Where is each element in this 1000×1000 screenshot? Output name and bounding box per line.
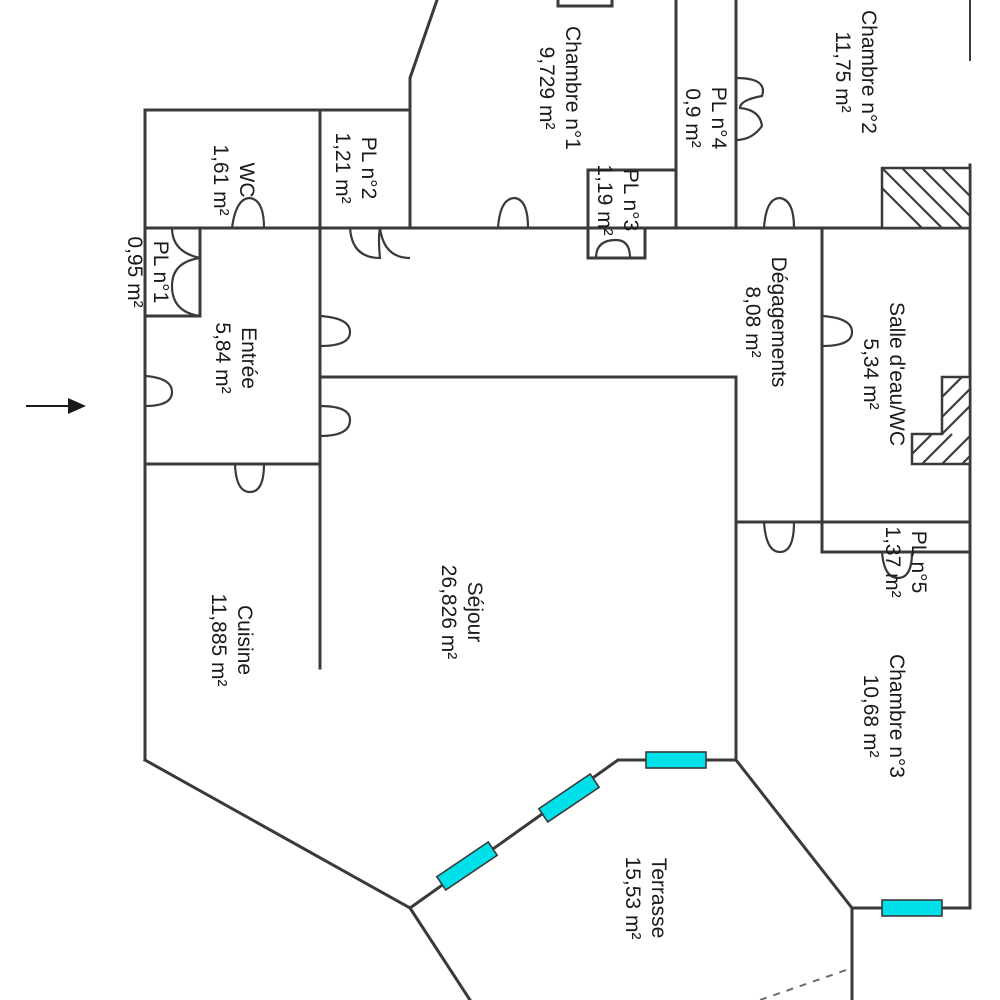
window-sejour-diag-1 bbox=[537, 772, 601, 824]
hatch-block-sde bbox=[910, 375, 972, 466]
doors bbox=[144, 76, 914, 580]
wall-diagonal-top bbox=[408, 0, 439, 230]
wall-pl3-bottom bbox=[586, 226, 647, 260]
label-sejour: Séjour 26,826 m² bbox=[437, 565, 486, 660]
label-pl4: PL n°4 0,9 m² bbox=[681, 87, 730, 150]
room-name: Séjour bbox=[463, 582, 486, 643]
room-area: 11,75 m² bbox=[831, 31, 854, 112]
room-area: 5,84 m² bbox=[211, 322, 234, 393]
door-chambre3 bbox=[762, 521, 796, 554]
room-name: Entrée bbox=[237, 327, 260, 389]
room-area: 9,729 m² bbox=[535, 47, 558, 130]
wall-terrasse-right bbox=[733, 757, 972, 910]
wall-top-notch bbox=[556, 0, 614, 8]
label-pl3: PL n°3 1,19 m² bbox=[593, 164, 642, 235]
label-terrasse: Terrasse 15,53 m² bbox=[621, 857, 670, 940]
room-area: 8,08 m² bbox=[741, 286, 764, 357]
door-chambre2 bbox=[762, 196, 796, 229]
door-pl5 bbox=[880, 551, 914, 580]
room-name: PL n°1 bbox=[149, 241, 172, 304]
label-salle-deau: Salle d'eau/WC 5,34 m² bbox=[859, 302, 908, 446]
wall-terrasse-left bbox=[407, 758, 738, 911]
hatch-line bbox=[911, 433, 933, 455]
hatch-line bbox=[941, 435, 971, 465]
hatch-line bbox=[941, 405, 971, 435]
label-cuisine: Cuisine 11,885 m² bbox=[207, 594, 256, 687]
wall-bottom-left bbox=[407, 905, 472, 1000]
hatch-line bbox=[921, 433, 953, 465]
room-area: 1,21 m² bbox=[331, 132, 354, 203]
room-name: PL n°4 bbox=[707, 87, 730, 150]
room-name: Cuisine bbox=[233, 605, 256, 675]
room-name: Salle d'eau/WC bbox=[885, 302, 908, 446]
room-name: PL n°2 bbox=[357, 137, 380, 200]
arrow-right-icon bbox=[26, 398, 86, 414]
door-entree-right-1 bbox=[319, 314, 352, 348]
room-name: WC bbox=[235, 163, 258, 198]
room-area: 15,53 m² bbox=[621, 857, 644, 940]
hatch-line bbox=[881, 187, 923, 229]
label-pl1: PL n°1 0,95 m² bbox=[123, 236, 172, 307]
windows bbox=[435, 751, 943, 917]
room-name: Chambre n°1 bbox=[561, 26, 584, 150]
room-area: 0,9 m² bbox=[681, 88, 704, 148]
room-area: 1,61 m² bbox=[209, 144, 232, 215]
door-wc bbox=[230, 196, 266, 229]
room-name: PL n°5 bbox=[907, 531, 930, 594]
room-name: Chambre n°3 bbox=[885, 654, 908, 778]
terrasse-dashed-edge bbox=[759, 967, 853, 1000]
hatch-line bbox=[901, 167, 963, 229]
room-area: 10,68 m² bbox=[859, 675, 882, 758]
label-chambre1: Chambre n°1 9,729 m² bbox=[535, 26, 584, 150]
door-cuisine bbox=[233, 463, 266, 494]
hatched-blocks bbox=[880, 166, 972, 466]
label-chambre3: Chambre n°3 10,68 m² bbox=[859, 654, 908, 778]
hatch-line bbox=[941, 376, 963, 398]
window-chambre3-bottom bbox=[881, 899, 943, 917]
door-entree-right-2 bbox=[319, 404, 352, 438]
door-front bbox=[144, 374, 174, 408]
room-area: 0,95 m² bbox=[123, 236, 146, 307]
window-sejour-bottom bbox=[645, 751, 707, 769]
room-labels: Chambre n°2 11,75 m² Chambre n°1 9,729 m… bbox=[123, 10, 930, 939]
room-area: 1,37 m² bbox=[881, 526, 904, 597]
hatch-line bbox=[941, 388, 971, 418]
room-name: Terrasse bbox=[647, 858, 670, 939]
walls bbox=[142, 0, 972, 1000]
door-pl1 bbox=[170, 227, 201, 318]
room-name: Dégagements bbox=[767, 257, 790, 388]
door-pl4 bbox=[735, 76, 765, 142]
label-degagements: Dégagements 8,08 m² bbox=[741, 257, 790, 388]
label-entree: Entrée 5,84 m² bbox=[211, 322, 260, 393]
hatch-line bbox=[961, 455, 971, 465]
wall-pl3-box bbox=[586, 168, 678, 230]
label-pl2: PL n°2 1,21 m² bbox=[331, 132, 380, 203]
hatch-line bbox=[941, 167, 971, 197]
room-area: 26,826 m² bbox=[437, 565, 460, 660]
room-name: PL n°3 bbox=[619, 169, 642, 232]
door-pl2 bbox=[348, 227, 411, 260]
door-pl3 bbox=[594, 238, 632, 259]
door-salle-deau bbox=[821, 314, 854, 348]
room-area: 11,885 m² bbox=[207, 594, 230, 687]
label-chambre2: Chambre n°2 11,75 m² bbox=[831, 10, 880, 134]
hatch-line bbox=[881, 167, 943, 229]
door-chambre1 bbox=[496, 196, 530, 229]
room-name: Chambre n°2 bbox=[857, 10, 880, 134]
wall-cuisine-diagonal bbox=[142, 757, 413, 911]
label-wc: WC 1,61 m² bbox=[209, 144, 258, 215]
hatch-block-chambre2 bbox=[880, 166, 972, 230]
room-area: 5,34 m² bbox=[859, 338, 882, 409]
label-pl5: PL n°5 1,37 m² bbox=[881, 526, 930, 597]
room-area: 1,19 m² bbox=[593, 164, 616, 235]
hatch-line bbox=[921, 167, 971, 217]
window-sejour-diag-2 bbox=[435, 840, 499, 892]
